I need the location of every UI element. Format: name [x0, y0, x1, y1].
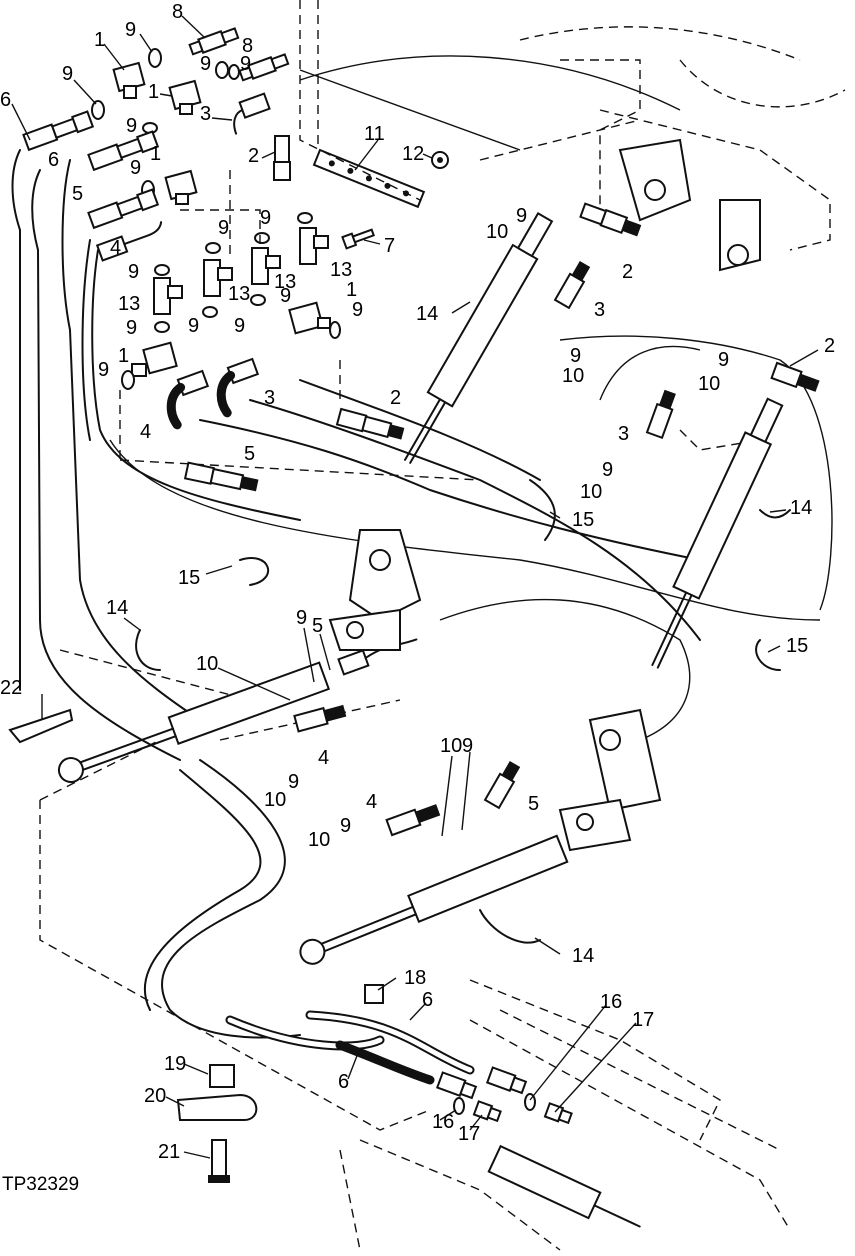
callout-19: 19	[164, 1053, 186, 1075]
callout-11: 11	[364, 123, 385, 145]
callout-6: 6	[0, 89, 11, 111]
callout-5: 5	[312, 615, 323, 637]
callout-10: 10	[308, 829, 330, 851]
callout-9: 9	[260, 207, 271, 229]
callout-10: 10	[562, 365, 584, 387]
callout-14: 14	[106, 597, 128, 619]
callout-13: 13	[118, 293, 140, 315]
callout-14: 14	[416, 303, 438, 325]
figure-id: TP32329	[2, 1174, 79, 1195]
callout-17: 17	[458, 1123, 480, 1145]
callout-2: 2	[824, 335, 835, 357]
callout-14: 14	[572, 945, 594, 967]
callout-9: 9	[570, 345, 581, 367]
callout-9: 9	[130, 157, 141, 179]
callout-10: 10	[698, 373, 720, 395]
callout-10: 10	[440, 735, 462, 757]
callout-5: 5	[244, 443, 255, 465]
callout-3: 3	[264, 387, 275, 409]
callout-13: 13	[228, 283, 250, 305]
callout-7: 7	[384, 235, 395, 257]
callout-4: 4	[140, 421, 151, 443]
callout-18: 18	[404, 967, 426, 989]
callout-9: 9	[718, 349, 729, 371]
callout-12: 12	[402, 143, 424, 165]
leader-lines	[11, 15, 819, 1159]
callout-1: 1	[148, 81, 159, 103]
callout-8: 8	[242, 35, 253, 57]
upper-fitting-cluster	[91, 0, 449, 460]
callout-6: 6	[338, 1071, 349, 1093]
callout-9: 9	[280, 285, 291, 307]
callout-9: 9	[340, 815, 351, 837]
callout-1: 1	[118, 345, 129, 367]
callout-6: 6	[48, 149, 59, 171]
callout-3: 3	[618, 423, 629, 445]
callout-9: 9	[128, 261, 139, 283]
callout-9: 9	[296, 607, 307, 629]
callout-10: 10	[486, 221, 508, 243]
callout-10: 10	[264, 789, 286, 811]
callout-13: 13	[330, 259, 352, 281]
callout-15: 15	[572, 509, 594, 531]
callout-9: 9	[352, 299, 363, 321]
callout-1: 1	[346, 279, 357, 301]
callout-3: 3	[594, 299, 605, 321]
callout-9: 9	[602, 459, 613, 481]
callout-9: 9	[234, 315, 245, 337]
callout-9: 9	[218, 217, 229, 239]
callout-9: 9	[516, 205, 527, 227]
hose-end-fittings	[22, 92, 820, 837]
callout-14: 14	[790, 497, 812, 519]
callout-9: 9	[125, 19, 136, 41]
main-hose-run	[11, 149, 701, 1039]
callout-9: 9	[200, 53, 211, 75]
callout-21: 21	[158, 1141, 180, 1163]
callout-4: 4	[366, 791, 377, 813]
callout-10: 10	[196, 653, 218, 675]
callout-5: 5	[528, 793, 539, 815]
callout-9: 9	[62, 63, 73, 85]
callout-1: 1	[94, 29, 105, 51]
callout-4: 4	[110, 237, 121, 259]
callout-2: 2	[622, 261, 633, 283]
callout-6: 6	[422, 989, 433, 1011]
callout-2: 2	[248, 145, 259, 167]
callout-9: 9	[240, 53, 251, 75]
callout-13: 13	[274, 271, 296, 293]
callout-16: 16	[600, 991, 622, 1013]
callout-1: 1	[150, 143, 161, 165]
callout-3: 3	[200, 103, 211, 125]
callout-2: 2	[390, 387, 401, 409]
callout-9: 9	[98, 359, 109, 381]
hydraulic-cylinders	[57, 138, 784, 1228]
callout-9: 9	[126, 115, 137, 137]
callout-5: 5	[72, 183, 83, 205]
callout-9: 9	[126, 317, 137, 339]
callout-15: 15	[178, 567, 200, 589]
callout-22: 22	[0, 677, 22, 699]
callout-9: 9	[462, 735, 473, 757]
callout-4: 4	[318, 747, 329, 769]
callout-numbers: 1 9 8 8 9 9 1 9 6 3 9 6 1 9 2 11 12 5 9 …	[0, 1, 835, 1195]
callout-15: 15	[786, 635, 808, 657]
callout-8: 8	[172, 1, 183, 23]
callout-17: 17	[632, 1009, 654, 1031]
callout-9: 9	[188, 315, 199, 337]
callout-16: 16	[432, 1111, 454, 1133]
callout-20: 20	[144, 1085, 166, 1107]
callout-9: 9	[288, 771, 299, 793]
callout-10: 10	[580, 481, 602, 503]
